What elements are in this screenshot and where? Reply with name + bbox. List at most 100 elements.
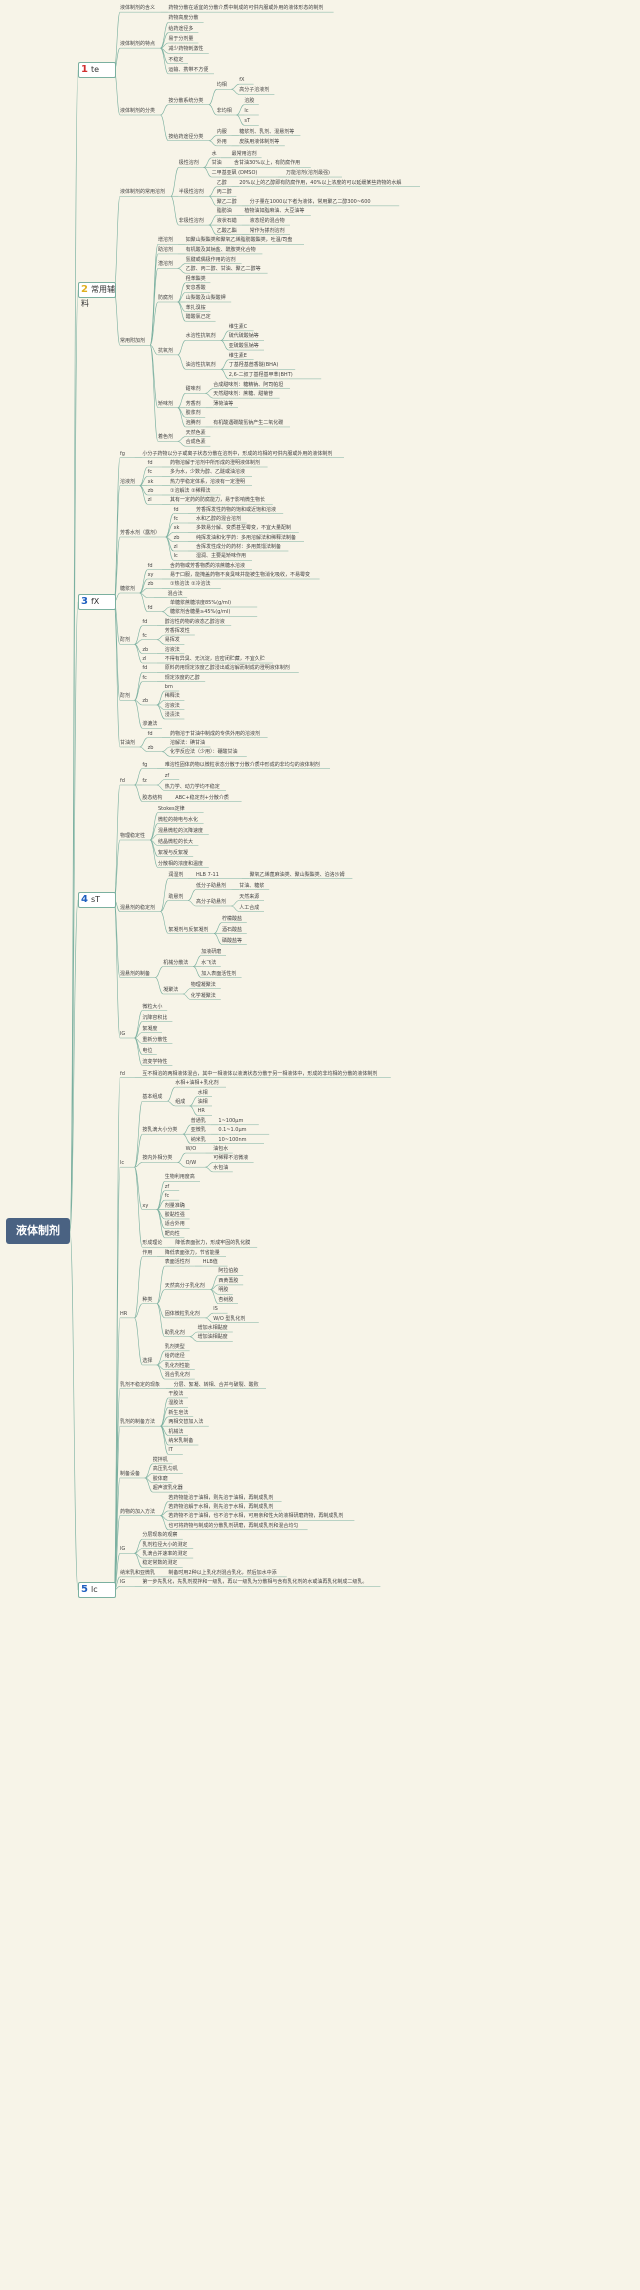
node-2[interactable]: 极性溶剂 [178,160,199,167]
node-2[interactable]: 若药物不溶于油相，也不溶于水相，可用亲和性大的液相研磨药物，再制成乳剂 [168,1513,344,1520]
node-4[interactable]: 10~100nm [218,1136,247,1143]
node-4[interactable]: 硫代硫酸钠等 [228,333,259,340]
node-1[interactable]: 混悬剂的制备 [120,970,151,977]
node-2[interactable]: 非极性溶剂 [178,218,204,225]
node-3[interactable]: 纳米乳 [190,1136,206,1143]
node-3[interactable]: 水 [211,150,217,157]
node-3[interactable]: 单糖浆蔗糖浓度85%(g/ml) [170,600,232,606]
node-4[interactable]: 聚氧乙烯蓖麻油类、聚山梨酯类、泊洛沙姆 [249,871,345,878]
node-3[interactable]: 水溶性抗氧剂 [185,333,216,340]
node-2[interactable]: 渗漉法 [142,721,158,728]
node-4[interactable]: 杏树胶 [218,1296,234,1303]
node-4[interactable]: fX [239,77,245,84]
node-3[interactable]: 非均相 [216,108,232,114]
node-3[interactable]: 羟苯酯类 [185,275,206,282]
node-2[interactable]: 若药物能溶于油相，则先溶于油相，再制成乳剂 [168,1494,274,1501]
node-2[interactable]: fd [142,618,148,625]
node-2[interactable]: 助溶剂 [158,246,174,253]
node-2[interactable]: 机械分散法 [163,959,189,966]
node-2[interactable]: zl [142,656,147,662]
node-4[interactable]: lS [213,1306,218,1313]
node-3[interactable]: 液状石蜡 [216,218,237,225]
node-3[interactable]: 丙二醇 [216,189,232,196]
node-2[interactable]: 基本组成 [142,1094,163,1101]
node-4[interactable]: 维生素C [228,323,248,330]
node-3[interactable]: 糖浆剂含糖量≥45%(g/ml) [170,609,231,616]
node-2[interactable]: 给药途径多 [168,25,194,32]
node-4[interactable]: 液态烃的混合物 [249,218,285,225]
node-2[interactable]: fd [147,562,153,569]
node-3[interactable]: 溶液法 [164,702,180,709]
node-4[interactable]: 增加水相黏度 [197,1325,228,1331]
node-2[interactable]: 运输、携带不方便 [168,66,209,73]
node-2[interactable]: 纳米乳制备 [168,1438,194,1445]
node-4[interactable]: 丁基羟基茴香醚(BHA) [228,362,279,369]
node-2[interactable]: 第一步先乳化，先乳剂搅拌和一级乳，再以一级乳为分散相与含有乳化剂的水或油再乳化制… [142,1579,368,1586]
node-2[interactable]: 药物分散在适宜的分散介质中制成的可供内服或外用的液体形态的制剂 [168,5,324,12]
node-2[interactable]: fc [142,632,147,639]
node-4[interactable]: 油相 [197,1098,208,1105]
node-2[interactable]: 按乳滴大小分类 [142,1127,178,1134]
node-3[interactable]: 水和乙醇的混合溶剂 [196,516,242,522]
node-3[interactable]: 含药物或芳香物质的浓蔗糖水溶液 [170,562,246,569]
node-4[interactable]: 人工合成 [239,904,260,911]
node-1[interactable]: fg [120,450,125,457]
node-2[interactable]: 不稳定 [168,56,184,63]
node-2[interactable]: 抗氧剂 [158,347,174,354]
node-3[interactable]: 浸渍法 [164,712,180,718]
node-3[interactable]: HLB 7-11 [196,871,219,878]
node-3[interactable]: 水相+油相+乳化剂 [175,1080,219,1087]
node-2[interactable]: 形成理论 [142,1240,163,1247]
node-2[interactable]: 作用 [142,1249,153,1256]
node-4[interactable]: 1~100μm [218,1117,244,1124]
node-3[interactable]: 山梨酸及山梨酸钾 [185,295,226,301]
node-2[interactable]: xy [147,572,154,578]
node-2[interactable]: 电位 [142,1047,153,1054]
node-3[interactable]: 乙醇 [216,179,227,186]
node-3[interactable]: 脂肪油 [216,208,232,215]
node-2[interactable]: 分层、絮凝、转相、合并与破裂、酸败 [173,1381,259,1388]
node-3[interactable]: bm [164,684,173,690]
node-2[interactable]: 种类 [142,1296,153,1303]
node-4[interactable]: 天然来源 [239,893,260,900]
node-2[interactable]: 混悬微粒的沉降速度 [158,827,204,834]
node-1[interactable]: lc [120,1160,125,1167]
node-4[interactable]: 西黄蓍胶 [218,1277,239,1284]
node-2[interactable]: 防腐剂 [158,295,174,301]
node-3[interactable]: 多为水，少数为醇、乙醚或油溶液 [170,469,246,476]
node-3[interactable]: 外用 [216,138,227,145]
node-3[interactable]: 药物溶解于溶剂中所形成的澄明液体制剂 [170,460,261,466]
node-2[interactable]: 湿胶法 [168,1400,184,1407]
node-2[interactable]: fd [147,730,153,737]
node-2[interactable]: 微粒大小 [142,1003,163,1010]
node-2[interactable]: 胶态结构 [142,794,163,801]
node-4[interactable]: 增加油相黏度 [197,1334,228,1341]
node-4[interactable]: 常作为搽剂溶剂 [249,227,285,234]
node-3[interactable]: 甜味剂 [185,386,201,393]
node-3[interactable]: 胶浆剂 [185,410,201,417]
root-node[interactable]: 液体制剂 [6,1218,70,1244]
node-1[interactable]: 乳剂不稳定的现象 [120,1381,161,1388]
node-3[interactable]: 如聚山梨酯类和聚氧乙烯脂肪酸酯类，吐温/司盘 [185,237,293,244]
node-2[interactable]: 乳滴合并速率的测定 [142,1551,188,1558]
node-3[interactable]: 多数易分解、变质甚至霉变，不宜大量配制 [196,525,292,532]
node-2[interactable]: 干胶法 [168,1390,184,1397]
node-4[interactable]: 分子量在1000以下者为液体，常用聚乙二醇300~600 [249,198,371,205]
node-2[interactable]: 矫味剂 [158,400,174,407]
node-4[interactable]: 油包水 [213,1146,229,1153]
node-3[interactable]: 热力学、动力学均不稳定 [164,783,220,790]
node-3[interactable]: 其有一定药的防腐能力，易于影响微生物长 [170,497,266,504]
node-3[interactable]: 芳香挥发性药物的饱和或近饱和溶液 [196,506,277,513]
node-3[interactable]: 乙酸乙酯 [216,227,237,234]
node-2[interactable]: 按内外相分类 [142,1155,173,1162]
node-2[interactable]: 按分散系统分类 [168,97,204,104]
node-3[interactable]: ①热溶法 ②冷溶法 [170,581,211,588]
node-4[interactable]: 糖浆剂、乳剂、混悬剂等 [239,128,295,135]
node-4[interactable]: 万能溶剂(溶剂最强) [286,170,330,177]
node-1[interactable]: 芳香水剂（露剂） [120,530,161,536]
node-3[interactable]: 柠檬酸盐 [222,915,243,922]
node-2[interactable]: 超声波乳化器 [152,1485,183,1492]
node-1[interactable]: 混悬剂的稳定剂 [120,904,156,911]
